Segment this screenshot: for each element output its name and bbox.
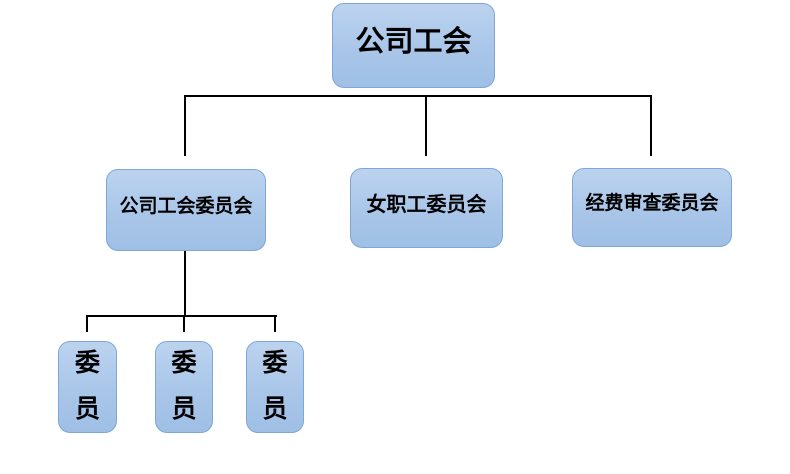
connector-drop-committee-3 [650,95,652,156]
org-node-female-workers-committee-label: 女职工委员会 [366,193,487,216]
org-node-member-2-label: 委员 [171,349,197,423]
org-node-member-1: 委员 [58,341,117,433]
org-node-member-1-label: 委员 [74,349,100,423]
org-node-funds-audit-committee-label: 经费审查委员会 [585,193,719,214]
org-node-root: 公司工会 [332,3,495,88]
connector-drop-committee-2 [425,95,427,156]
org-node-member-2: 委员 [155,341,213,433]
org-node-female-workers-committee: 女职工委员会 [350,168,503,248]
connector-drop-member-2 [183,315,185,332]
connector-drop-committee-1 [184,95,186,156]
org-node-union-committee: 公司工会委员会 [106,169,266,251]
org-node-root-label: 公司工会 [355,25,472,58]
org-node-member-3-label: 委员 [262,349,288,423]
org-node-union-committee-label: 公司工会委员会 [119,195,253,217]
connector-top-horizontal [185,95,652,97]
org-node-funds-audit-committee: 经费审查委员会 [572,168,732,247]
org-node-member-3: 委员 [246,341,304,433]
connector-drop-member-3 [274,315,276,332]
connector-sub-horizontal [87,315,277,317]
connector-committee-1-down [184,251,186,315]
connector-drop-member-1 [86,315,88,332]
